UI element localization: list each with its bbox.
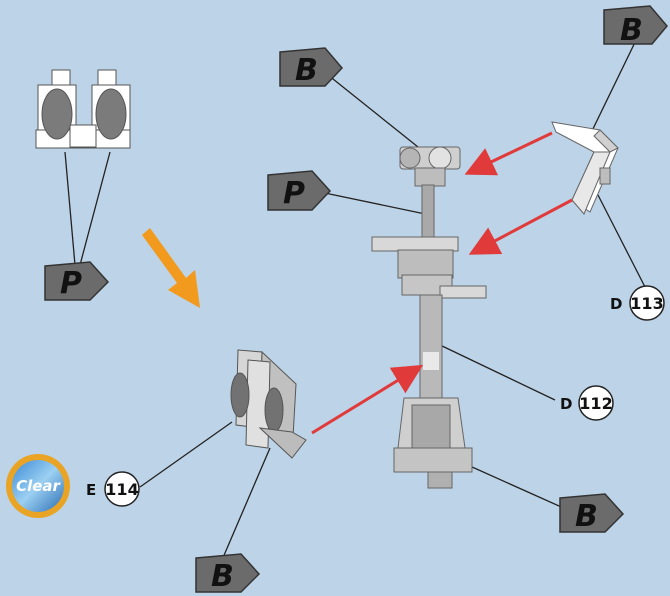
callout-d112: D 112: [560, 385, 614, 421]
clear-badge-label: Clear: [16, 477, 61, 495]
leader-lines: [64, 31, 646, 561]
flag-b-bottom-left: B: [195, 553, 261, 594]
callout-d112-number: 112: [579, 394, 612, 413]
part-bracket: [551, 121, 619, 215]
callout-e114-letter: E: [86, 481, 96, 499]
flag-b-top-right: B: [603, 5, 668, 48]
part-stand-assembly: [371, 146, 487, 489]
clear-badge: Clear: [6, 454, 70, 518]
callout-e114-number: 114: [105, 480, 138, 499]
orange-direction-arrow: [142, 228, 200, 308]
callout-d113-letter: D: [610, 295, 622, 313]
part-eye-panel: [230, 349, 307, 459]
flag-b-top-center-label: B: [295, 53, 318, 88]
flag-b-bottom-right-label: B: [575, 499, 598, 534]
flag-b-top-right-label: B: [620, 13, 643, 48]
callout-e114: E 114: [86, 471, 140, 507]
flag-p-center: P: [267, 170, 332, 211]
red-arrows: [311, 131, 573, 435]
flag-b-bottom-left-label: B: [211, 559, 234, 594]
flag-p-left: P: [44, 261, 110, 301]
callout-d113-number: 113: [630, 294, 663, 313]
flag-b-bottom-right: B: [559, 493, 625, 534]
callout-d112-letter: D: [560, 395, 572, 413]
flag-p-left-label: P: [60, 266, 82, 301]
callout-d113: D 113: [610, 285, 665, 321]
part-eyes-loose: [35, 69, 131, 149]
flag-p-center-label: P: [283, 176, 305, 211]
flag-b-top-center: B: [279, 47, 344, 88]
